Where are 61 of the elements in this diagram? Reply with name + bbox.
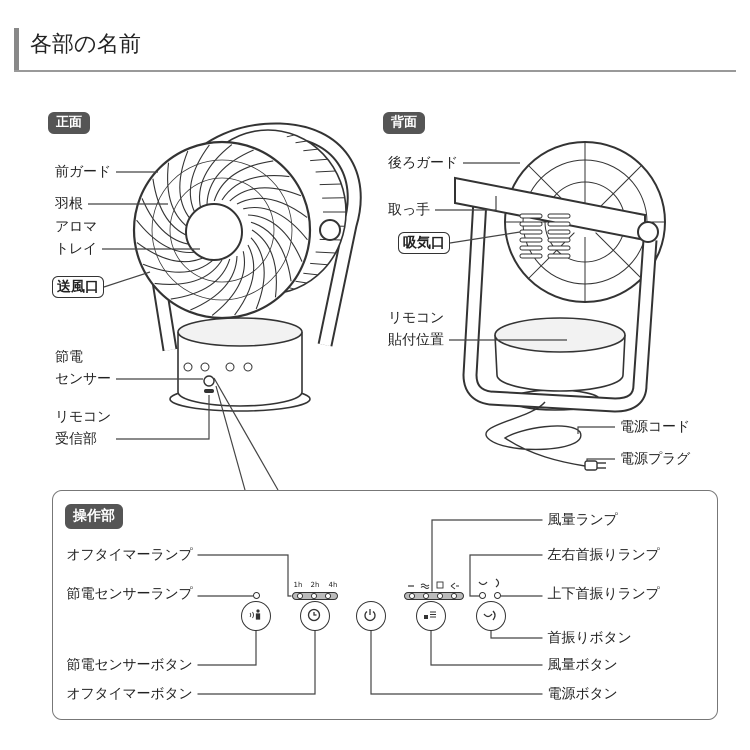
leader-line xyxy=(450,231,520,244)
round-button xyxy=(240,600,270,630)
leader-line xyxy=(586,458,615,461)
part-label: 取っ手 xyxy=(383,199,435,221)
part-label: リモコン受信部 xyxy=(50,406,116,450)
part-label: 節電センサーランプ xyxy=(62,582,198,604)
boxed-label: 送風口 xyxy=(52,276,104,298)
indicator-lamp xyxy=(253,592,260,599)
part-label: オフタイマーボタン xyxy=(62,682,198,704)
leader-line xyxy=(198,630,316,695)
part-label: 電源プラグ xyxy=(615,448,695,470)
leader-line xyxy=(116,395,210,440)
part-label: リモコン貼付位置 xyxy=(383,307,449,351)
part-label: 首振りボタン xyxy=(542,626,636,648)
leader-line xyxy=(501,595,542,597)
leader-line xyxy=(104,271,150,288)
round-button xyxy=(416,600,446,630)
part-label: 風量ボタン xyxy=(542,654,622,676)
part-label: 後ろガード xyxy=(383,152,463,174)
callout-line xyxy=(215,386,246,490)
part-label: 前ガード xyxy=(50,161,116,183)
leader-line xyxy=(449,339,567,341)
leader-line xyxy=(463,162,520,164)
leader-line xyxy=(370,630,542,695)
part-label: 節電センサーボタン xyxy=(62,654,198,676)
indicator-lamp xyxy=(494,592,501,599)
leader-line xyxy=(490,630,542,639)
leader-line xyxy=(198,554,292,597)
leader-line xyxy=(469,554,542,597)
leader-line xyxy=(577,426,615,434)
part-label: 電源コード xyxy=(615,416,695,438)
leader-line xyxy=(430,630,542,666)
leader-line xyxy=(431,519,542,592)
section-badge: 背面 xyxy=(383,112,425,134)
leader-line xyxy=(88,203,168,205)
part-label: 節電センサー xyxy=(50,346,116,390)
leader-line xyxy=(116,171,158,173)
leader-line xyxy=(198,630,257,666)
boxed-label: 吸気口 xyxy=(398,232,450,254)
round-button xyxy=(476,600,506,630)
part-label: 上下首振りランプ xyxy=(542,582,664,604)
leader-line xyxy=(198,595,253,597)
lamp-bar xyxy=(292,592,338,600)
part-label: 羽根 xyxy=(50,193,88,215)
round-button xyxy=(300,600,330,630)
part-label: 電源ボタン xyxy=(542,682,622,704)
page-title: 各部の名前 xyxy=(30,31,141,59)
leader-line xyxy=(102,248,200,250)
part-label: 風量ランプ xyxy=(542,508,622,530)
part-label: オフタイマーランプ xyxy=(62,544,198,566)
part-label: 左右首振りランプ xyxy=(542,544,664,566)
lamp-bar xyxy=(404,592,464,600)
round-button xyxy=(356,600,386,630)
panel-frame xyxy=(52,490,718,720)
part-label: アロマトレイ xyxy=(50,216,102,260)
section-badge: 操作部 xyxy=(65,504,123,529)
leader-line xyxy=(435,196,497,211)
section-badge: 正面 xyxy=(48,112,90,134)
callout-line xyxy=(213,378,279,490)
indicator-lamp xyxy=(479,592,486,599)
leader-line xyxy=(116,378,203,380)
